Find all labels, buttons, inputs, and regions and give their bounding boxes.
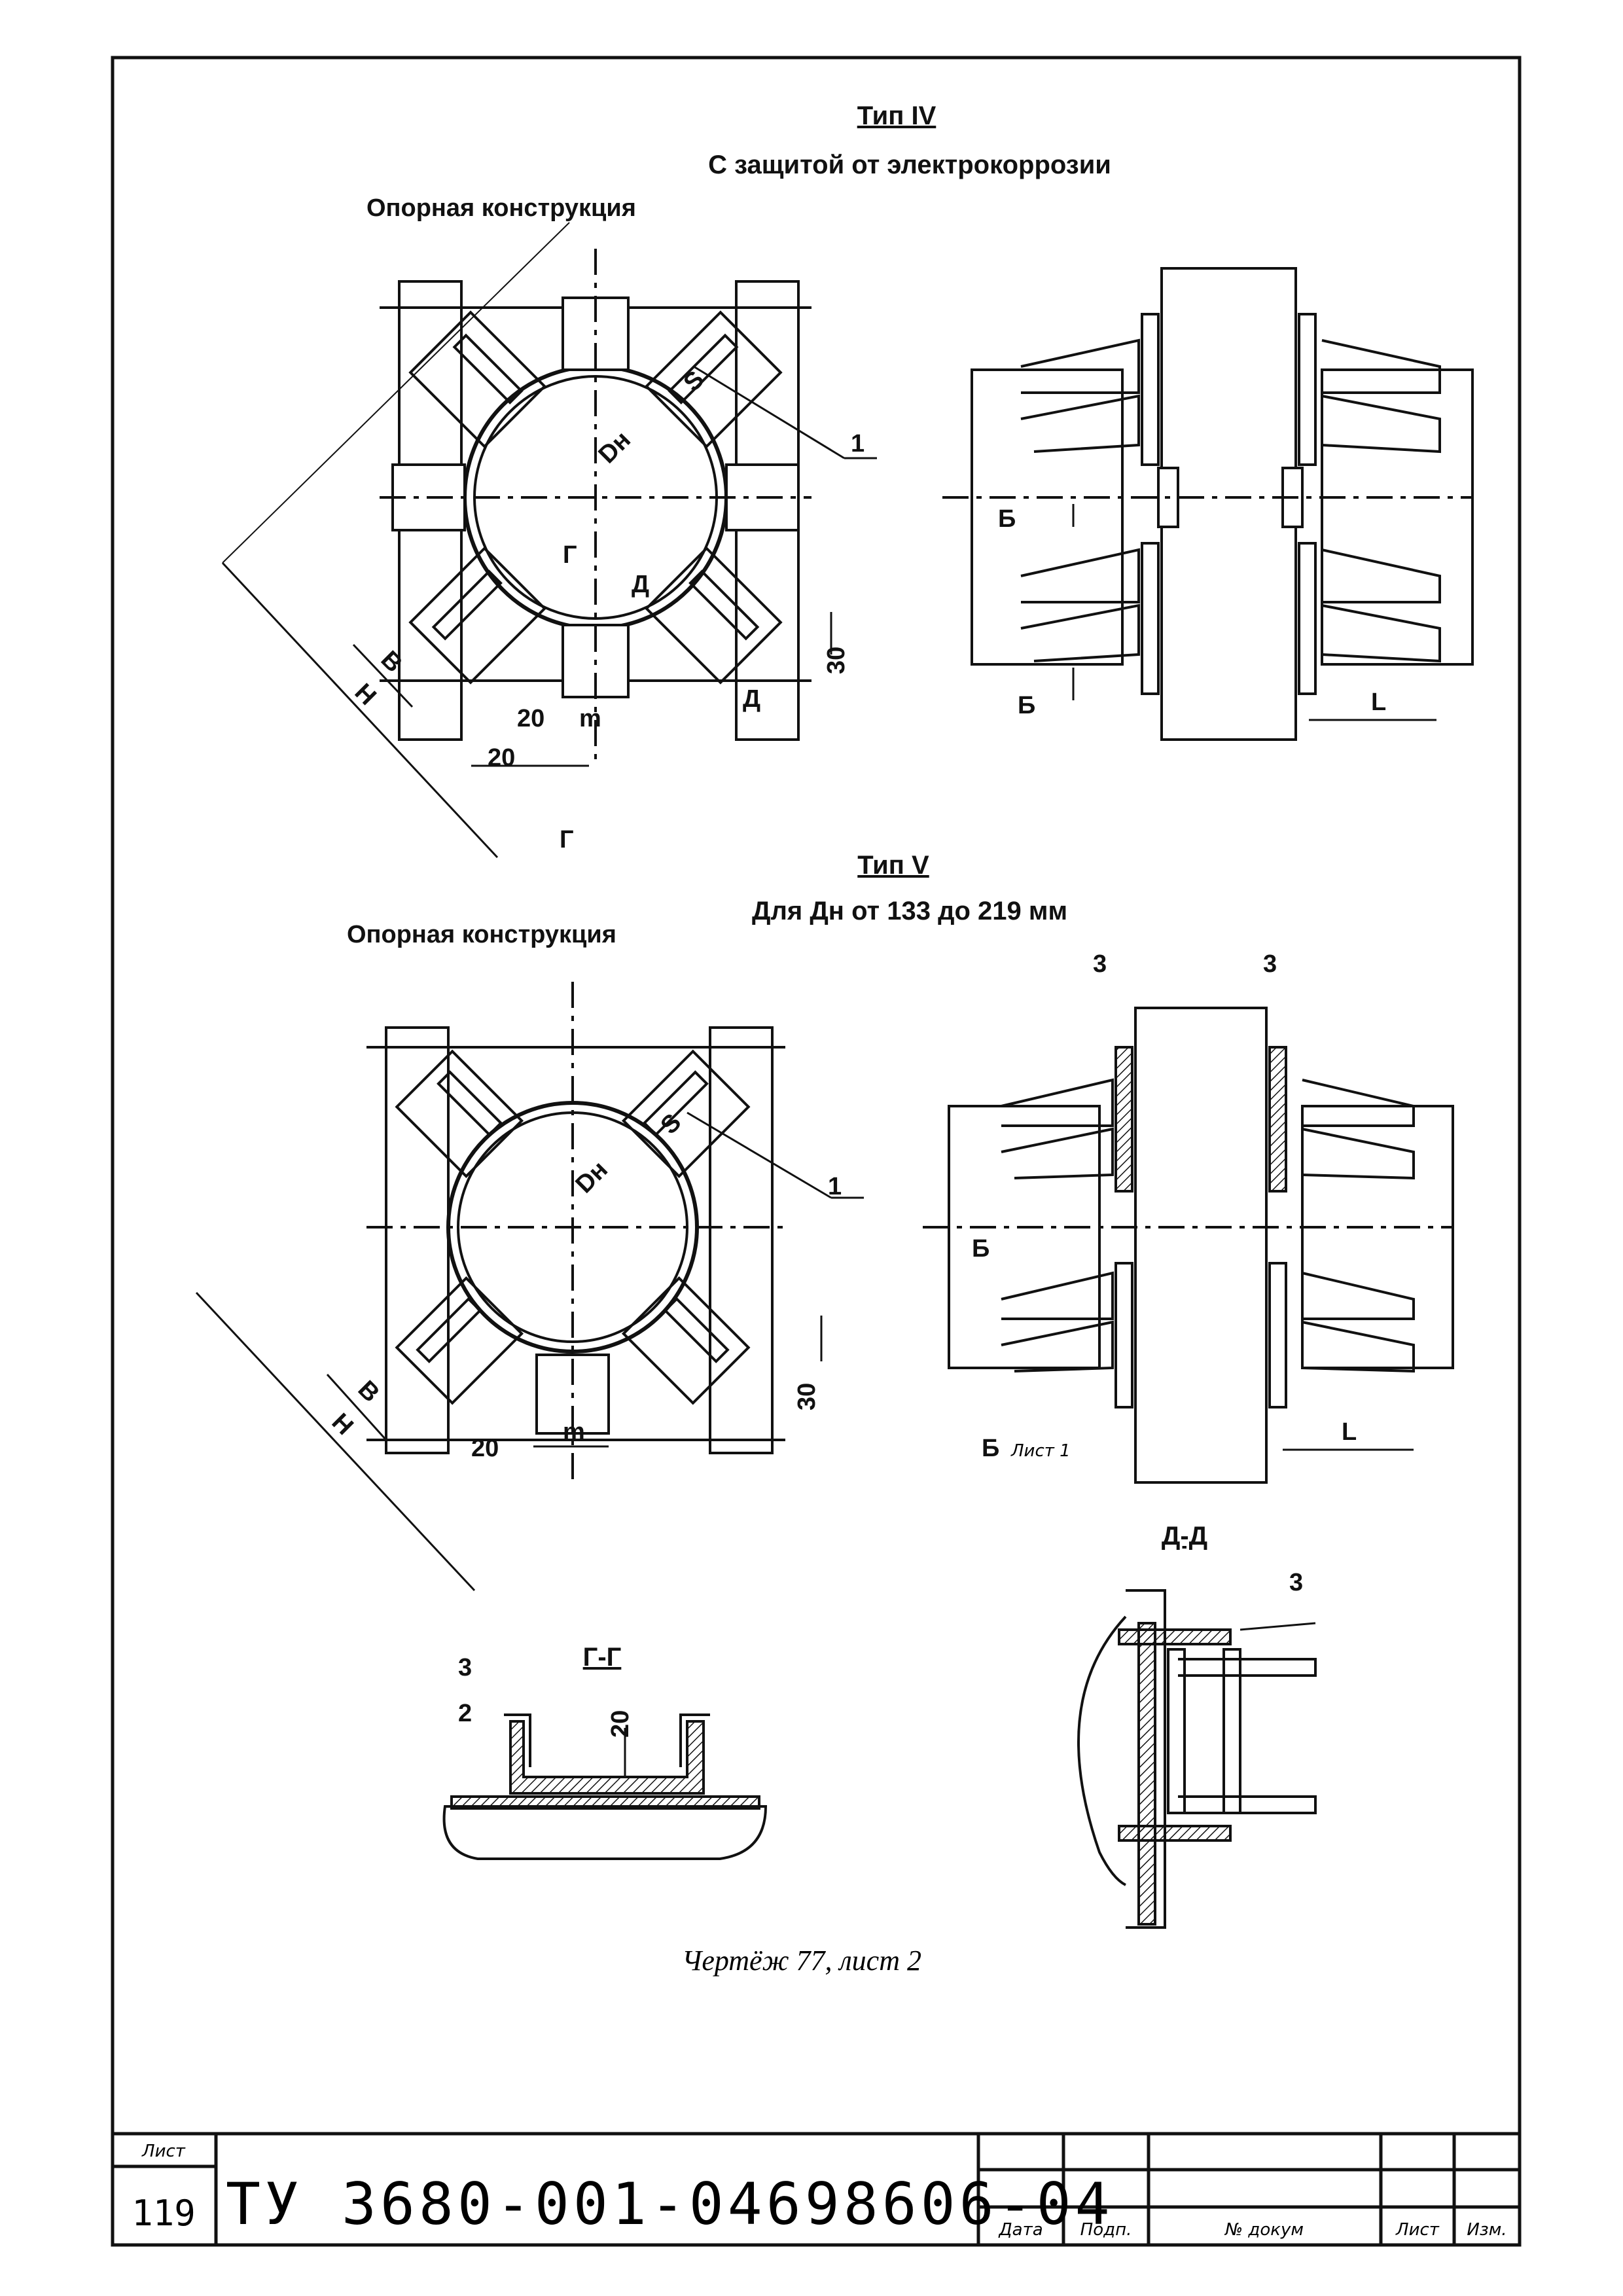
- type4-dim-g2: Г: [560, 826, 574, 853]
- title-block-col-sign: Подп.: [1080, 2220, 1132, 2240]
- type5-front-view: [195, 982, 864, 1592]
- title-block-col-date: Дата: [998, 2220, 1043, 2240]
- type4-dim-one: 1: [851, 430, 865, 457]
- title-block-doc-code: ТУ 3680-001-04698606-04: [226, 2170, 1114, 2238]
- type4-support-label: Опорная конструкция: [366, 194, 636, 222]
- sheet-frame: [111, 56, 1522, 2247]
- type4-dim-twenty1: 20: [517, 705, 544, 732]
- section-gg-view: [442, 1713, 768, 1860]
- type5-support-label: Опорная конструкция: [347, 921, 616, 948]
- type4-title: Тип IV: [857, 101, 936, 130]
- type5-subtitle: Для Дн от 133 до 219 мм: [752, 897, 1067, 925]
- type5-dim-dn: Dн: [571, 1156, 613, 1198]
- type4-cut-b2: Б: [1018, 692, 1035, 719]
- type4-dim-thirty: 30: [823, 647, 850, 674]
- type5-dim-l: L: [1342, 1418, 1357, 1446]
- type4-cut-b1: Б: [998, 505, 1016, 533]
- drawing-caption: Чертёж 77, лист 2: [682, 1945, 921, 1977]
- type5-cut-b1: Б: [972, 1235, 990, 1263]
- type4-front-view: [221, 222, 877, 859]
- title-block-sheet-number: 119: [132, 2193, 196, 2234]
- section-gg-two: 2: [458, 1700, 472, 1727]
- type4-dim-d1: Д: [632, 571, 649, 598]
- title-block-sheet-label: Лист: [141, 2142, 186, 2161]
- labels: Тип IV С защитой от электрокоррозии Опор…: [132, 101, 1507, 2240]
- section-dd-view: [1077, 1589, 1317, 1929]
- type5-list1: Лист 1: [1010, 1441, 1071, 1461]
- type4-dim-s: S: [679, 366, 710, 397]
- type4-side-view: [942, 267, 1474, 741]
- section-gg-three: 3: [458, 1654, 472, 1681]
- type4-subtitle: С защитой от электрокоррозии: [708, 151, 1111, 179]
- type4-dim-twenty2: 20: [488, 744, 515, 772]
- type4-dim-d2: Д: [743, 685, 760, 713]
- title-block-col-change: Изм.: [1467, 2220, 1507, 2240]
- section-dd-three: 3: [1289, 1569, 1303, 1596]
- type5-dim-three-a: 3: [1093, 950, 1107, 978]
- type4-dim-g1: Г: [563, 541, 577, 569]
- type5-dim-s: S: [656, 1109, 687, 1140]
- type4-dim-dn: Dн: [594, 426, 636, 469]
- type5-dim-thirty: 30: [793, 1383, 821, 1410]
- type4-dim-m: m: [579, 705, 601, 732]
- type4-dim-l: L: [1371, 689, 1386, 716]
- section-gg-twenty: 20: [607, 1710, 634, 1738]
- type5-title: Тип V: [857, 851, 929, 880]
- type5-cut-b2: Б: [982, 1435, 999, 1462]
- section-dd-title: Д-Д: [1162, 1522, 1207, 1551]
- type5-dim-m: m: [563, 1418, 585, 1446]
- type5-dim-twenty: 20: [471, 1435, 499, 1462]
- type4-dim-h: H: [349, 679, 382, 711]
- title-block-col-docnum: № докум: [1224, 2220, 1304, 2240]
- title-block-col-sheet: Лист: [1395, 2220, 1440, 2240]
- type5-dim-three-b: 3: [1263, 950, 1277, 978]
- type5-dim-b: B: [353, 1376, 385, 1408]
- type5-dim-one: 1: [828, 1173, 842, 1200]
- type5-side-view: [923, 1007, 1454, 1484]
- section-gg-title: Г-Г: [583, 1643, 622, 1672]
- title-block: [113, 2132, 1520, 2245]
